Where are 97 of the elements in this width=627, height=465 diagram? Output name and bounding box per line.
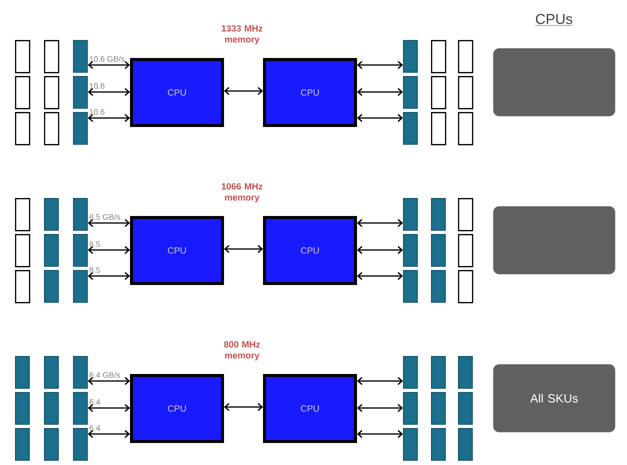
double-arrow bbox=[357, 114, 403, 122]
double-arrow bbox=[357, 430, 403, 438]
cpu-label-box bbox=[493, 48, 616, 116]
memory-module bbox=[73, 198, 88, 231]
memory-module bbox=[431, 234, 446, 267]
double-arrow bbox=[88, 219, 130, 227]
cpu-box: CPU bbox=[130, 58, 224, 127]
double-arrow bbox=[224, 403, 263, 411]
memory-module bbox=[431, 270, 446, 303]
empty-memory-slot bbox=[44, 112, 60, 146]
memory-module bbox=[403, 40, 418, 73]
double-arrow bbox=[224, 245, 263, 253]
memory-module bbox=[73, 428, 88, 461]
memory-module bbox=[403, 428, 418, 461]
memory-module bbox=[458, 428, 473, 461]
memory-module bbox=[431, 198, 446, 231]
memory-module bbox=[403, 112, 418, 145]
empty-memory-slot bbox=[15, 112, 30, 146]
cpu-label-box bbox=[493, 206, 616, 274]
memory-module bbox=[44, 356, 59, 389]
double-arrow bbox=[88, 430, 130, 438]
edge-label: 8.5 bbox=[90, 241, 100, 247]
double-arrow bbox=[88, 61, 130, 69]
memory-speed-label: 800 MHz memory bbox=[224, 341, 260, 360]
memory-module bbox=[431, 428, 446, 461]
empty-memory-slot bbox=[431, 40, 446, 74]
cpu-box: CPU bbox=[263, 58, 357, 127]
empty-memory-slot bbox=[15, 40, 30, 74]
empty-memory-slot bbox=[458, 234, 474, 268]
empty-memory-slot bbox=[15, 76, 30, 110]
memory-module bbox=[403, 76, 418, 109]
cpu-box: CPU bbox=[130, 216, 224, 285]
memory-module bbox=[403, 356, 418, 389]
memory-module bbox=[403, 392, 418, 425]
edge-label: 6.4 bbox=[90, 399, 100, 405]
double-arrow bbox=[357, 88, 403, 96]
empty-memory-slot bbox=[458, 270, 474, 304]
memory-module bbox=[15, 428, 30, 461]
edge-label: 10.6 bbox=[90, 83, 104, 89]
empty-memory-slot bbox=[458, 76, 474, 110]
memory-module bbox=[431, 392, 446, 425]
memory-module bbox=[73, 112, 88, 145]
edge-label: 10.6 bbox=[90, 109, 104, 115]
memory-module bbox=[15, 356, 30, 389]
memory-module bbox=[73, 270, 88, 303]
cpu-label-box: All SKUs bbox=[493, 364, 616, 432]
memory-module bbox=[15, 392, 30, 425]
edge-label: 6.4 GB/s bbox=[90, 372, 120, 378]
memory-module bbox=[403, 270, 418, 303]
column-heading: CPUs bbox=[535, 14, 573, 26]
double-arrow bbox=[357, 404, 403, 412]
double-arrow bbox=[88, 377, 130, 385]
empty-memory-slot bbox=[458, 198, 474, 232]
memory-module bbox=[73, 356, 88, 389]
memory-module bbox=[44, 198, 59, 231]
double-arrow bbox=[357, 61, 403, 69]
memory-module bbox=[44, 428, 59, 461]
memory-module bbox=[73, 392, 88, 425]
double-arrow bbox=[357, 272, 403, 280]
empty-memory-slot bbox=[458, 112, 474, 146]
cpu-box: CPU bbox=[263, 374, 357, 443]
cpu-box: CPU bbox=[263, 216, 357, 285]
double-arrow bbox=[88, 272, 130, 280]
empty-memory-slot bbox=[458, 40, 474, 74]
empty-memory-slot bbox=[44, 40, 60, 74]
memory-module bbox=[44, 392, 59, 425]
edge-label: 6.4 bbox=[90, 425, 100, 431]
memory-module bbox=[73, 76, 88, 109]
memory-module bbox=[431, 356, 446, 389]
memory-speed-label: 1333 MHz memory bbox=[222, 25, 262, 44]
empty-memory-slot bbox=[431, 112, 446, 146]
double-arrow bbox=[224, 87, 263, 95]
memory-module bbox=[73, 40, 88, 73]
double-arrow bbox=[88, 246, 130, 254]
double-arrow bbox=[88, 404, 130, 412]
double-arrow bbox=[88, 114, 130, 122]
edge-label: 10.6 GB/s bbox=[90, 56, 124, 62]
double-arrow bbox=[357, 246, 403, 254]
memory-module bbox=[44, 234, 59, 267]
memory-module bbox=[73, 234, 88, 267]
empty-memory-slot bbox=[431, 76, 446, 110]
memory-module bbox=[403, 198, 418, 231]
empty-memory-slot bbox=[15, 198, 30, 232]
memory-module bbox=[403, 234, 418, 267]
double-arrow bbox=[357, 377, 403, 385]
memory-module bbox=[44, 270, 59, 303]
edge-label: 8.5 bbox=[90, 267, 100, 273]
memory-speed-label: 1066 MHz memory bbox=[222, 183, 262, 202]
empty-memory-slot bbox=[15, 270, 30, 304]
empty-memory-slot bbox=[15, 234, 30, 268]
memory-module bbox=[458, 392, 473, 425]
double-arrow bbox=[357, 219, 403, 227]
edge-label: 8.5 GB/s bbox=[90, 214, 120, 220]
double-arrow bbox=[88, 88, 130, 96]
cpu-box: CPU bbox=[130, 374, 224, 443]
memory-module bbox=[458, 356, 473, 389]
empty-memory-slot bbox=[44, 76, 60, 110]
